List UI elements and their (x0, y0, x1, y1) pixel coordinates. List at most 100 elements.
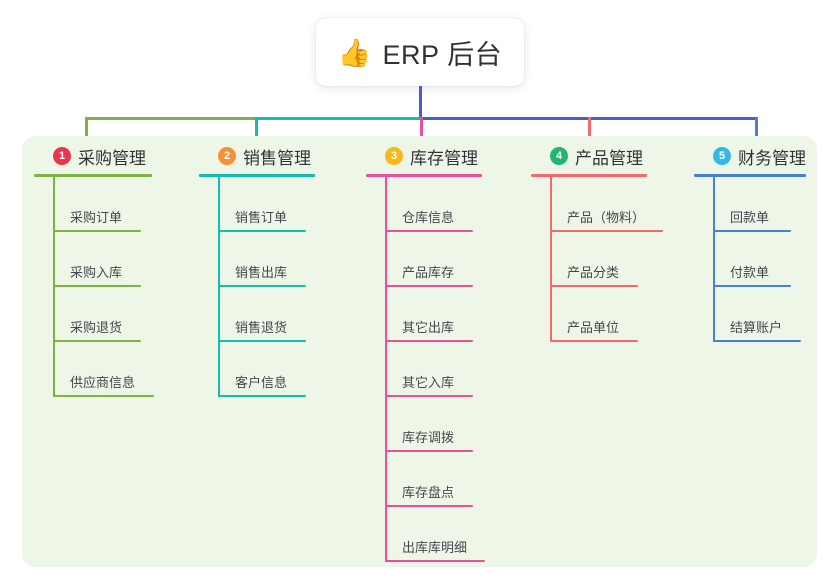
branch-number-badge: 5 (713, 147, 731, 165)
branch-item-rule (713, 340, 801, 342)
branch-item-rule (385, 505, 473, 507)
branch-item-label: 采购退货 (70, 320, 123, 335)
branch-spine (713, 177, 715, 342)
branch-item-label: 产品（物料） (567, 210, 646, 225)
branch-item-label: 产品单位 (567, 320, 620, 335)
branch-item-list: 销售订单销售出库销售退货客户信息 (199, 177, 349, 397)
branch-item-label: 产品库存 (402, 265, 455, 280)
branch-item-label: 销售出库 (235, 265, 288, 280)
branch-item-rule (218, 285, 306, 287)
branch-item-label: 仓库信息 (402, 210, 455, 225)
branch-column-5: 5 财务管理回款单付款单结算账户 (694, 143, 819, 342)
branch-header-4[interactable]: 4 产品管理 (531, 143, 686, 169)
branch-spine (385, 177, 387, 562)
branch-header-5[interactable]: 5 财务管理 (694, 143, 819, 169)
branch-item-rule (385, 230, 473, 232)
branch-item-rule (385, 450, 473, 452)
branch-item-label: 销售退货 (235, 320, 288, 335)
branch-header-rule (34, 174, 152, 177)
branch-item[interactable]: 采购退货 (53, 287, 184, 342)
branch-item[interactable]: 产品（物料） (550, 177, 686, 232)
branch-item[interactable]: 仓库信息 (385, 177, 516, 232)
branch-item[interactable]: 回款单 (713, 177, 819, 232)
branch-item-list: 采购订单采购入库采购退货供应商信息 (34, 177, 184, 397)
branch-item-rule (385, 560, 485, 562)
branch-item[interactable]: 库存盘点 (385, 452, 516, 507)
branch-item[interactable]: 产品库存 (385, 232, 516, 287)
branch-item-rule (385, 285, 473, 287)
branch-item[interactable]: 库存调拨 (385, 397, 516, 452)
branch-item-rule (53, 285, 141, 287)
branch-item-rule (218, 340, 306, 342)
branch-number-badge: 2 (218, 147, 236, 165)
branches-panel (22, 136, 817, 567)
branch-item-label: 库存调拨 (402, 430, 455, 445)
branch-item-rule (218, 395, 306, 397)
branch-item-rule (385, 340, 473, 342)
branch-header-rule (531, 174, 647, 177)
branch-title: 产品管理 (575, 148, 643, 168)
branch-item[interactable]: 销售订单 (218, 177, 349, 232)
branch-header-rule (694, 174, 806, 177)
branch-item-rule (550, 340, 638, 342)
branch-item-list: 回款单付款单结算账户 (694, 177, 819, 342)
branch-item[interactable]: 供应商信息 (53, 342, 184, 397)
branch-title: 财务管理 (738, 148, 806, 168)
root-node[interactable]: 👍 ERP 后台 (316, 18, 524, 86)
branch-header-rule (199, 174, 315, 177)
branch-item-label: 销售订单 (235, 210, 288, 225)
branch-column-4: 4 产品管理产品（物料） 产品分类产品单位 (531, 143, 686, 342)
branch-header-1[interactable]: 1 采购管理 (34, 143, 184, 169)
branch-item-label: 出库库明细 (402, 540, 468, 555)
branch-title: 采购管理 (78, 148, 146, 168)
branch-item[interactable]: 出库库明细 (385, 507, 516, 562)
branch-item-rule (385, 395, 473, 397)
branch-item-label: 回款单 (730, 210, 770, 225)
branch-number-badge: 4 (550, 147, 568, 165)
branch-item[interactable]: 采购入库 (53, 232, 184, 287)
branch-spine (218, 177, 220, 397)
branch-header-3[interactable]: 3 库存管理 (366, 143, 516, 169)
branch-item[interactable]: 客户信息 (218, 342, 349, 397)
branch-item-rule (53, 230, 141, 232)
branch-item-rule (53, 340, 141, 342)
branch-item[interactable]: 结算账户 (713, 287, 819, 342)
branch-item-label: 结算账户 (730, 320, 783, 335)
branch-item-label: 采购订单 (70, 210, 123, 225)
branch-title: 库存管理 (410, 148, 478, 168)
branch-item[interactable]: 销售出库 (218, 232, 349, 287)
branch-item-rule (218, 230, 306, 232)
branch-number-badge: 3 (385, 147, 403, 165)
root-node-title: ERP 后台 (382, 39, 503, 70)
branch-header-rule (366, 174, 482, 177)
branch-title: 销售管理 (243, 148, 311, 168)
branch-item-label: 其它出库 (402, 320, 455, 335)
branch-spine (550, 177, 552, 342)
branch-item-label: 库存盘点 (402, 485, 455, 500)
branch-column-2: 2 销售管理销售订单销售出库销售退货客户信息 (199, 143, 349, 397)
branch-item-list: 产品（物料） 产品分类产品单位 (531, 177, 686, 342)
branch-item[interactable]: 其它出库 (385, 287, 516, 342)
branch-item[interactable]: 销售退货 (218, 287, 349, 342)
branch-number-badge: 1 (53, 147, 71, 165)
branch-item-label: 供应商信息 (70, 375, 136, 390)
branch-item-rule (713, 230, 791, 232)
branch-item[interactable]: 采购订单 (53, 177, 184, 232)
branch-header-2[interactable]: 2 销售管理 (199, 143, 349, 169)
branch-column-3: 3 库存管理仓库信息产品库存其它出库其它入库库存调拨库存盘点出库库明细 (366, 143, 516, 562)
branch-item[interactable]: 产品单位 (550, 287, 686, 342)
branch-item-label: 采购入库 (70, 265, 123, 280)
branch-item-rule (53, 395, 154, 397)
branch-item-rule (550, 285, 638, 287)
branch-item-list: 仓库信息产品库存其它出库其它入库库存调拨库存盘点出库库明细 (366, 177, 516, 562)
branch-item[interactable]: 付款单 (713, 232, 819, 287)
branch-item-label: 其它入库 (402, 375, 455, 390)
branch-column-1: 1 采购管理采购订单采购入库采购退货供应商信息 (34, 143, 184, 397)
branch-item[interactable]: 其它入库 (385, 342, 516, 397)
branch-item-rule (550, 230, 663, 232)
branch-item[interactable]: 产品分类 (550, 232, 686, 287)
thumbs-up-icon: 👍 (337, 37, 372, 68)
branch-item-label: 客户信息 (235, 375, 288, 390)
